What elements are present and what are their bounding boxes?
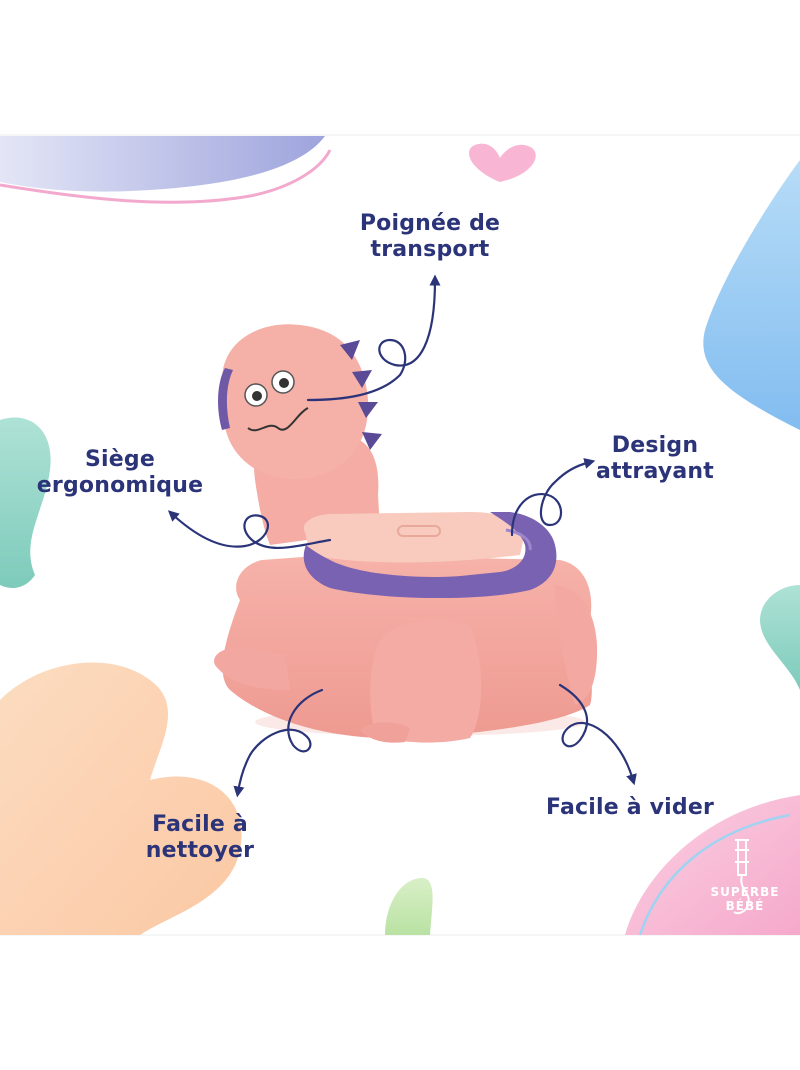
arrow-empty [558, 683, 637, 786]
left-teal-blob [0, 417, 51, 588]
feature-text-design: Design attrayant [595, 433, 715, 484]
feature-label-design: Design attrayant [580, 433, 730, 485]
feature-text-handle: Poignée de transport [359, 211, 501, 262]
brand-logo-icon [733, 839, 750, 915]
brand-line-1: SUPERBE [710, 885, 780, 899]
bottom-left-orange-blob [0, 662, 242, 935]
feature-label-seat: Siège ergonomique [20, 447, 220, 499]
right-teal-blob [760, 585, 800, 690]
arrow-design [510, 458, 596, 537]
feature-text-seat: Siège ergonomique [36, 447, 204, 498]
arrow-seat [167, 510, 332, 550]
bottom-right-pink-blob [625, 795, 800, 935]
bottom-green-blob [385, 877, 433, 935]
feature-label-handle: Poignée de transport [330, 211, 530, 263]
bottom-right-swoosh [638, 813, 791, 936]
feature-text-clean: Facile à nettoyer [145, 812, 255, 863]
arrow-clean [233, 688, 324, 798]
heart-shape [468, 143, 536, 182]
brand-line-2: BÉBÉ [725, 899, 765, 913]
arrow-handle [306, 274, 441, 402]
top-left-blob [0, 136, 325, 192]
brand-wordmark: SUPERBE BÉBÉ [700, 885, 790, 913]
feature-text-empty: Facile à vider [546, 795, 714, 820]
annotation-arrows [167, 274, 637, 798]
dinosaur-potty [214, 324, 598, 743]
right-blue-blob [703, 160, 800, 430]
feature-label-clean: Facile à nettoyer [120, 812, 280, 864]
feature-label-empty: Facile à vider [520, 795, 740, 821]
top-left-swoosh [0, 149, 332, 204]
